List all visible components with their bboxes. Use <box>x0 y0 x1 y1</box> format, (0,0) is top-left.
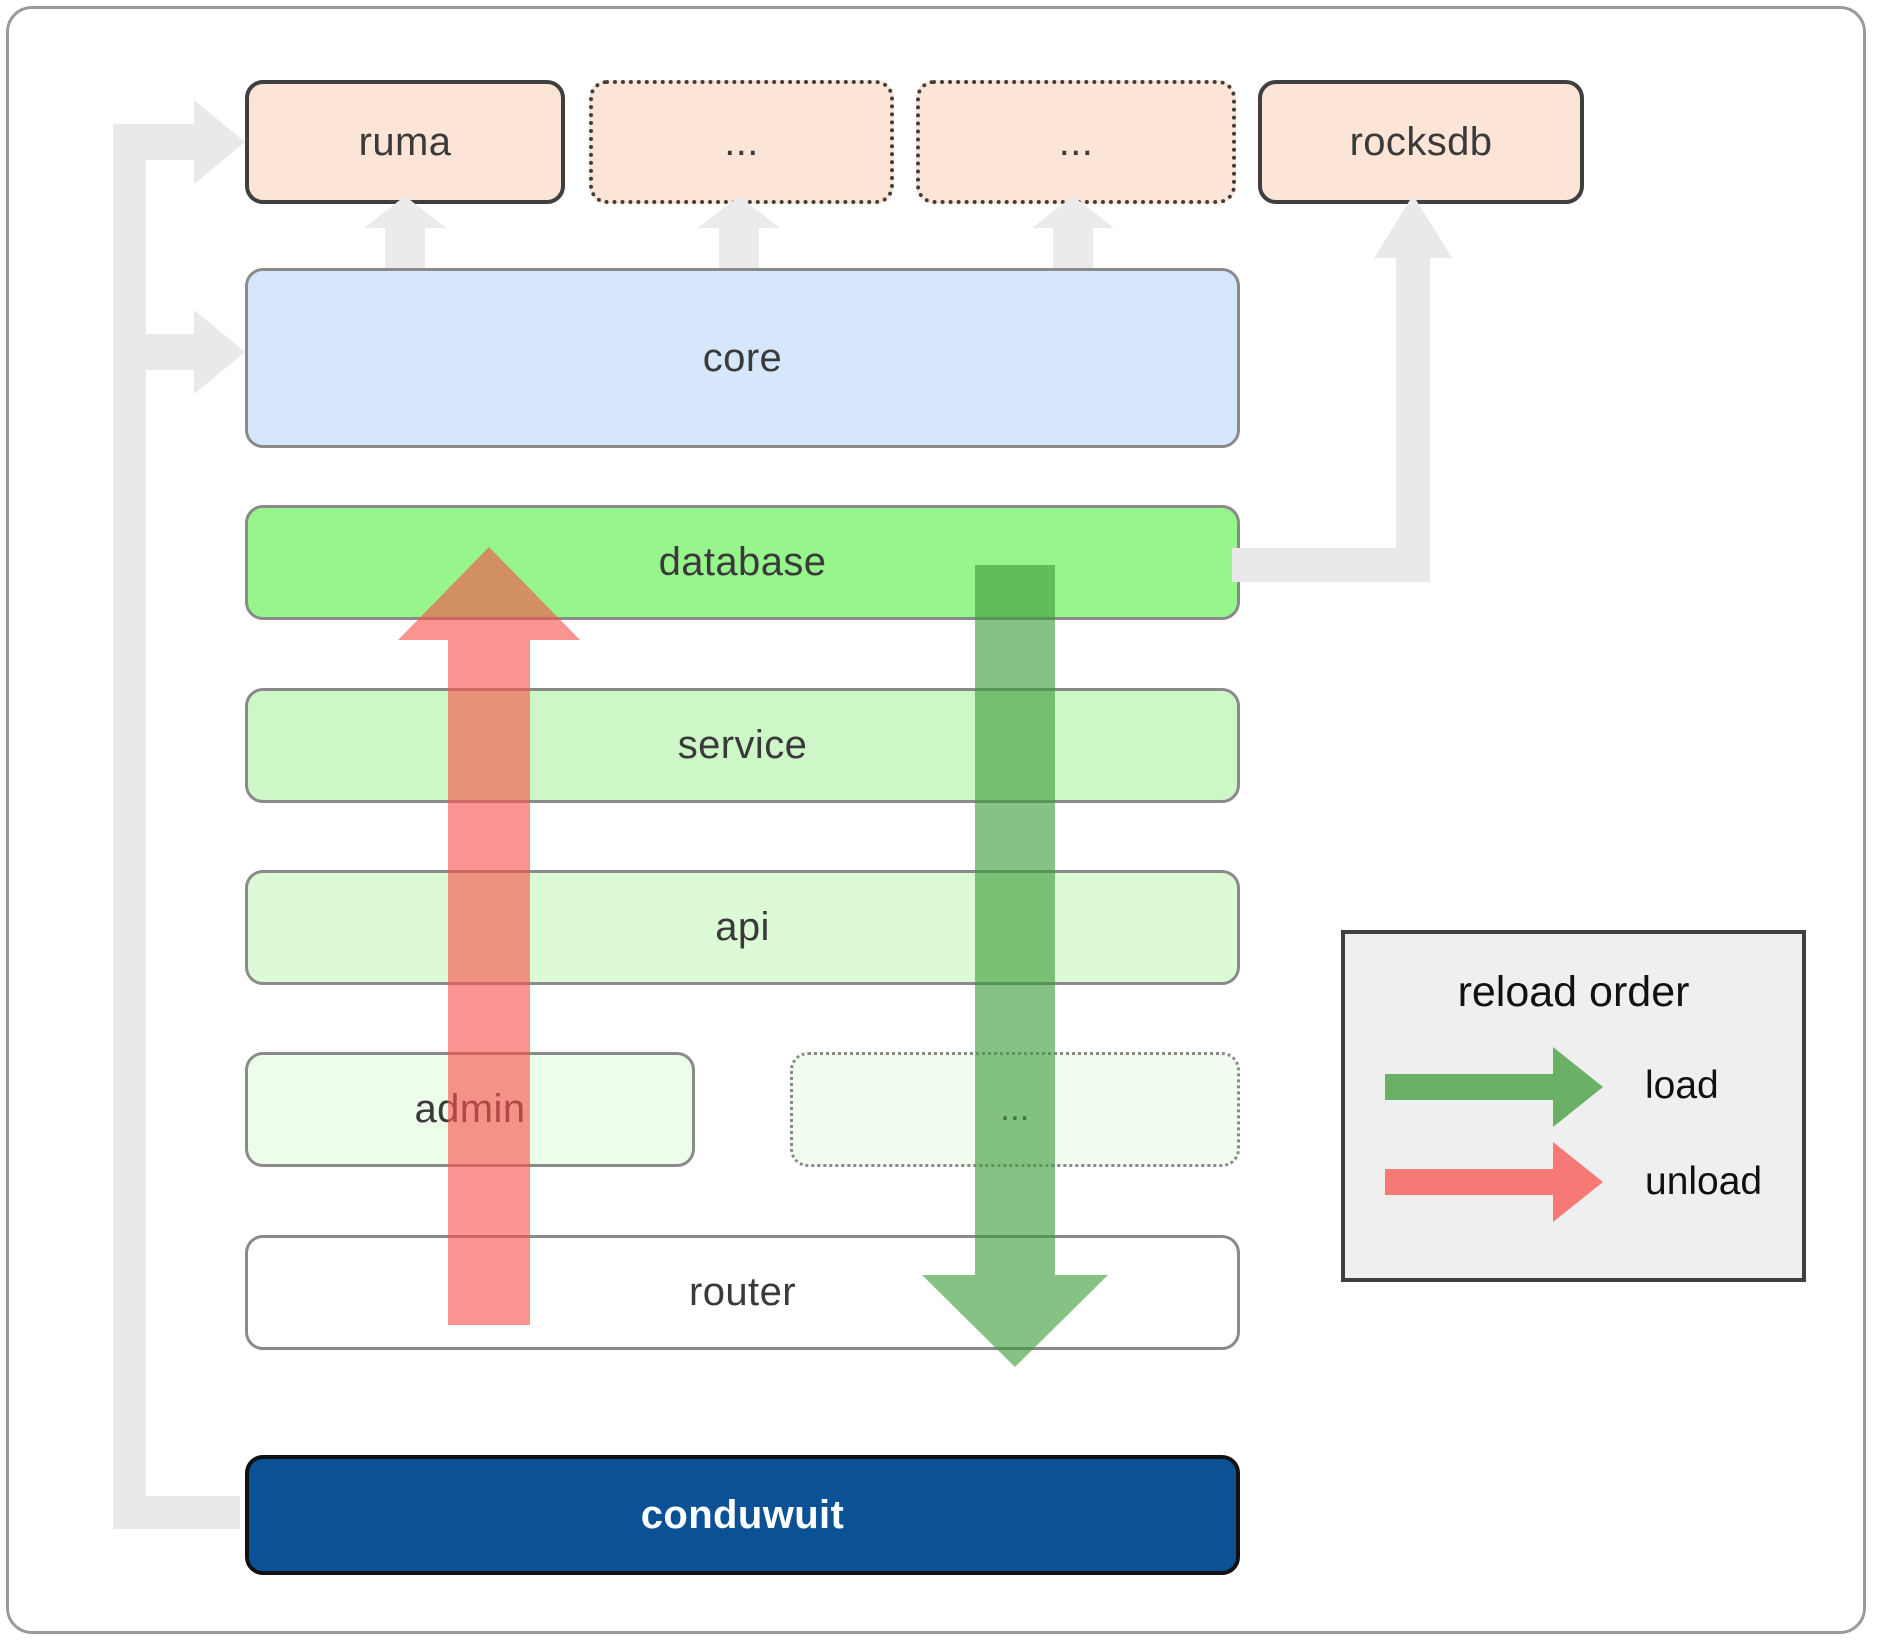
legend-panel: reload order load unload <box>1341 930 1806 1282</box>
layer-api-label: api <box>715 905 770 949</box>
layer-ellipsis-3[interactable]: ... <box>790 1052 1240 1167</box>
crate-ellipsis-2[interactable]: ... <box>916 80 1236 204</box>
diagram-frame <box>6 6 1866 1634</box>
crate-ruma[interactable]: ruma <box>245 80 565 204</box>
legend-title: reload order <box>1457 968 1690 1016</box>
crate-ruma-label: ruma <box>358 119 452 164</box>
layer-router[interactable]: router <box>245 1235 1240 1350</box>
legend-unload-arrow <box>1385 1142 1603 1222</box>
crate-ellipsis-2-label: ... <box>1058 119 1094 164</box>
layer-core[interactable]: core <box>245 268 1240 448</box>
node-conduwuit[interactable]: conduwuit <box>245 1455 1240 1575</box>
node-conduwuit-label: conduwuit <box>640 1492 845 1537</box>
layer-database-label: database <box>658 540 827 584</box>
layer-core-label: core <box>702 335 783 380</box>
layer-admin[interactable]: admin <box>245 1052 695 1167</box>
layer-service-label: service <box>677 723 808 767</box>
layer-service[interactable]: service <box>245 688 1240 803</box>
layer-admin-label: admin <box>414 1087 526 1131</box>
crate-rocksdb-label: rocksdb <box>1349 119 1493 164</box>
legend-arrows <box>1385 1047 1603 1222</box>
layer-database[interactable]: database <box>245 505 1240 620</box>
crate-rocksdb[interactable]: rocksdb <box>1258 80 1584 204</box>
layer-api[interactable]: api <box>245 870 1240 985</box>
legend-label-unload: unload <box>1645 1160 1763 1203</box>
crate-ellipsis-1[interactable]: ... <box>589 80 894 204</box>
crate-ellipsis-1-label: ... <box>724 119 759 164</box>
layer-ellipsis-3-label: ... <box>1000 1090 1030 1128</box>
layer-router-label: router <box>689 1270 796 1314</box>
legend-load-arrow <box>1385 1047 1603 1127</box>
legend-label-load: load <box>1645 1064 1719 1107</box>
